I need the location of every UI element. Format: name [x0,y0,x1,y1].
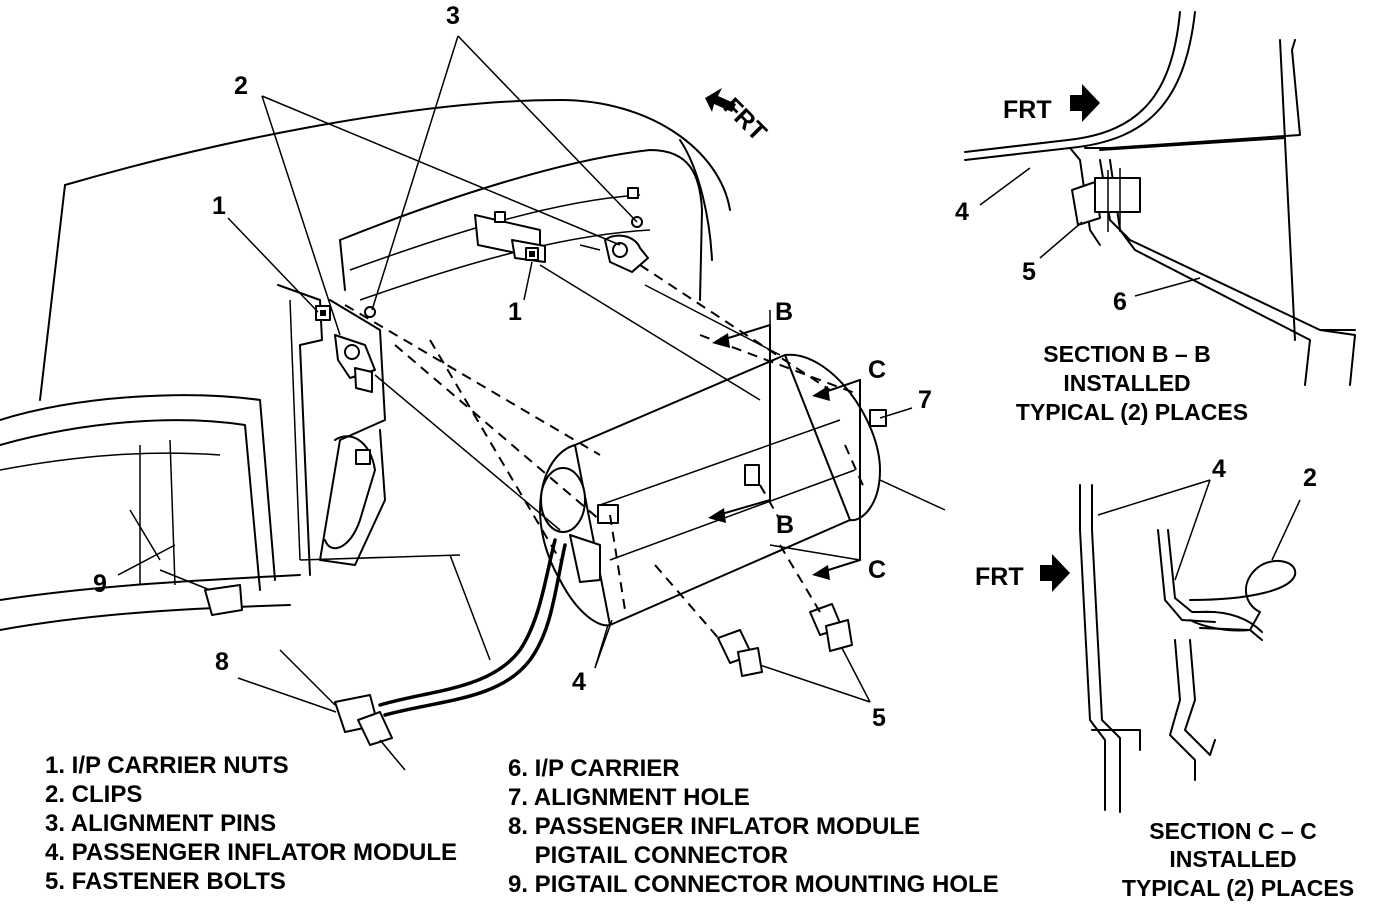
section-c-installed: INSTALLED [1169,846,1296,872]
bb-callout-4: 4 [955,198,969,226]
legend-item-1: 1. I/P CARRIER NUTS [45,752,289,779]
dashboard-outline [64,99,731,211]
alignment-pin-left [364,306,376,318]
section-b-installed: INSTALLED [1063,370,1190,396]
section-b-typical: TYPICAL (2) PLACES [1016,399,1248,425]
callout-9: 9 [93,570,107,598]
frt-arrow-icon [1040,554,1070,592]
bb-callout-6: 6 [1113,288,1127,316]
frt-label-section-b: FRT [1003,96,1052,124]
bb-bolt [1071,181,1101,226]
callout-1-center: 1 [508,298,522,326]
section-c-typical: TYPICAL (2) PLACES [1122,875,1354,901]
callout-1-left: 1 [212,192,226,220]
callout-3: 3 [446,2,460,30]
section-label-c-bottom: C [868,556,886,584]
section-b-b-detail: FRT 4 5 6 SECTION B – B INSTALLED TYPICA… [955,11,1356,425]
bb-callout-5: 5 [1022,258,1036,286]
section-c-c-detail: FRT 4 2 SECTION C – C INSTALLED TYPICAL … [975,455,1354,901]
frt-arrow-icon [1070,84,1100,122]
callout-4: 4 [572,668,586,696]
section-c-title: SECTION C – C [1149,818,1316,844]
pigtail-wire [378,538,557,707]
parts-legend: 1. I/P CARRIER NUTS 2. CLIPS 3. ALIGNMEN… [45,752,999,898]
frt-arrow-icon [705,88,736,112]
section-label-b-top: B [775,298,793,326]
legend-item-9: 9. PIGTAIL CONNECTOR MOUNTING HOLE [508,871,999,898]
main-exploded-view: FRT 1 1 2 3 4 5 7 8 9 B B C C [0,2,946,771]
callout-2: 2 [234,72,248,100]
frt-label-section-c: FRT [975,563,1024,591]
section-b-title: SECTION B – B [1043,341,1210,367]
cc-callout-2: 2 [1303,464,1317,492]
legend-item-2: 2. CLIPS [45,781,142,808]
callout-5: 5 [872,704,886,732]
legend-item-3: 3. ALIGNMENT PINS [45,810,276,837]
callout-8: 8 [215,648,229,676]
inflator-module [539,353,887,627]
section-label-c-top: C [868,356,886,384]
legend-item-8-cont: PIGTAIL CONNECTOR [508,842,788,869]
cc-callout-4: 4 [1212,455,1226,483]
legend-item-7: 7. ALIGNMENT HOLE [508,784,750,811]
legend-item-5: 5. FASTENER BOLTS [45,868,286,895]
legend-item-8: 8. PASSENGER INFLATOR MODULE [508,813,920,840]
callout-7: 7 [918,386,932,414]
fastener-bolt-right [809,603,853,652]
legend-item-6: 6. I/P CARRIER [508,755,680,782]
ip-carrier-bracket [277,284,323,576]
cc-clip [1189,559,1297,632]
section-label-b-bottom: B [776,511,794,539]
legend-item-4: 4. PASSENGER INFLATOR MODULE [45,839,457,866]
fastener-bolt-left [717,629,763,677]
